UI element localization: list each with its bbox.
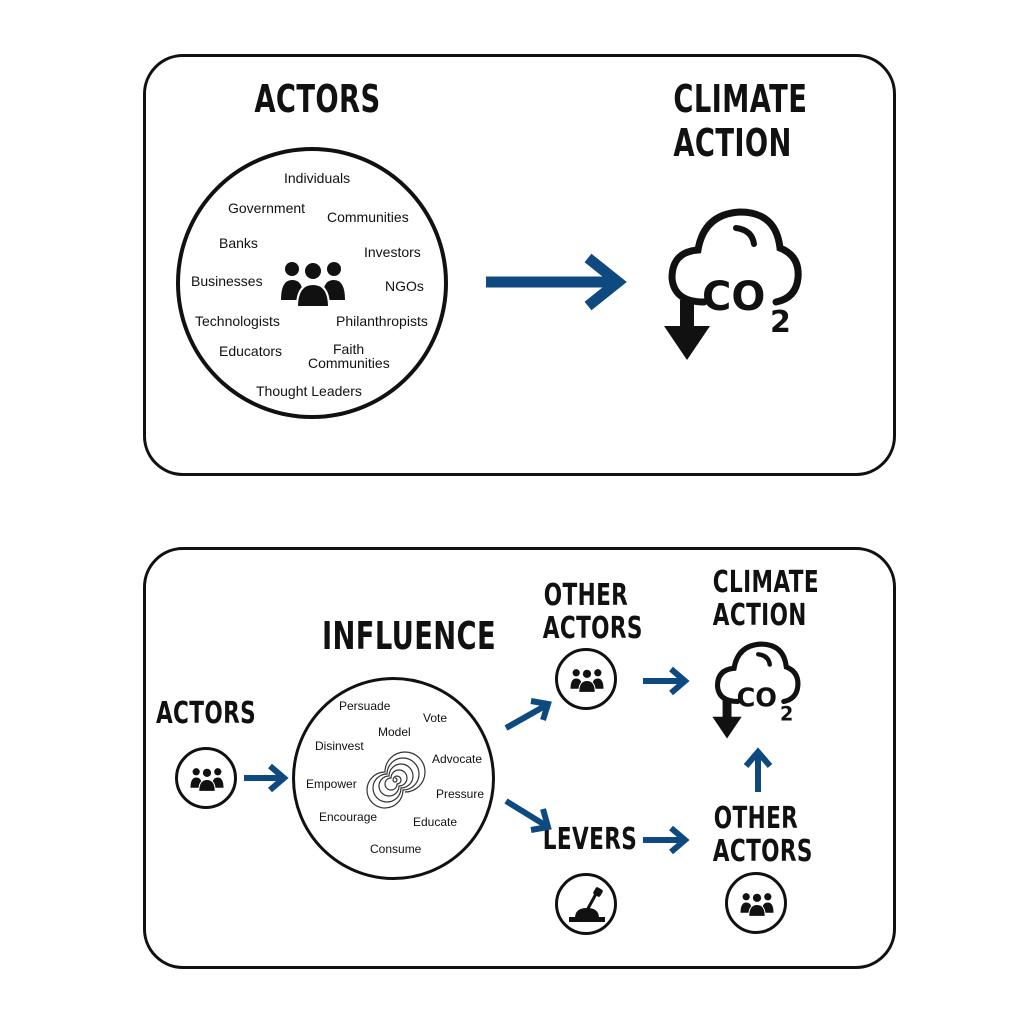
influence-educate: Educate [413,815,458,829]
actor-businesses: Businesses [191,273,263,289]
bottom-actors-heading: ACTORS [155,696,257,731]
actor-communities: Communities [327,209,409,225]
influence-vote: Vote [423,711,448,725]
arrow-down-right-icon [504,798,552,833]
actor-faith-line1: Faith [333,341,365,357]
actor-individuals: Individuals [284,170,351,186]
other-actors-top-line2: ACTORS [542,611,643,646]
co2-cloud-icon: CO 2 [712,641,801,739]
arrow-right-icon [244,763,289,793]
top-climate-heading-line1: CLIMATE [673,77,808,121]
arrow-up-right-icon [504,698,552,731]
actor-government: Government [228,200,306,216]
arrow-right-icon [643,825,690,855]
people-group-icon [570,668,604,693]
other-actors-bottom-icon-circle [725,872,787,934]
actor-investors: Investors [364,244,421,260]
actor-technologists: Technologists [195,313,280,329]
actor-banks: Banks [219,235,258,251]
levers-heading: LEVERS [542,822,638,857]
actor-philanthropists: Philanthropists [336,313,428,329]
actor-educators: Educators [219,343,283,359]
influence-heading: INFLUENCE [322,614,497,658]
influence-encourage: Encourage [319,810,378,824]
actor-thought-leaders: Thought Leaders [256,383,362,399]
spiral-icon [366,751,426,809]
actor-faith-line2: Communities [308,355,390,371]
influence-persuade: Persuade [339,699,391,713]
actor-ngos: NGOs [385,278,424,294]
lever-icon [569,887,605,922]
other-actors-top-icon-circle [555,648,617,710]
influence-consume: Consume [370,842,422,856]
influence-disinvest: Disinvest [315,739,364,753]
arrow-right-icon [486,253,627,311]
co2-text: CO [737,684,777,714]
other-actors-bottom-line2: ACTORS [712,834,813,869]
other-actors-top-line1: OTHER [543,578,629,613]
influence-pressure: Pressure [436,787,485,801]
actors-icon-circle [175,747,237,809]
other-actors-bottom-line1: OTHER [713,801,799,836]
bottom-climate-heading-line1: CLIMATE [712,565,819,600]
people-group-icon [281,261,345,308]
bottom-climate-heading-line2: ACTION [712,598,807,633]
people-group-icon [740,892,774,917]
top-climate-heading-line2: ACTION [673,121,792,165]
co2-cloud-icon: CO 2 [664,208,802,360]
co2-subscript: 2 [770,305,791,340]
co2-subscript: 2 [780,703,793,726]
levers-icon-circle [555,873,617,935]
influence-advocate: Advocate [432,752,483,766]
influence-empower: Empower [306,777,357,791]
influence-model: Model [378,725,411,739]
people-group-icon [190,767,224,792]
arrow-up-icon [743,747,773,792]
arrow-right-icon [643,666,690,696]
actors-circle [176,147,448,419]
co2-text: CO [702,274,765,320]
top-actors-heading: ACTORS [254,77,381,121]
